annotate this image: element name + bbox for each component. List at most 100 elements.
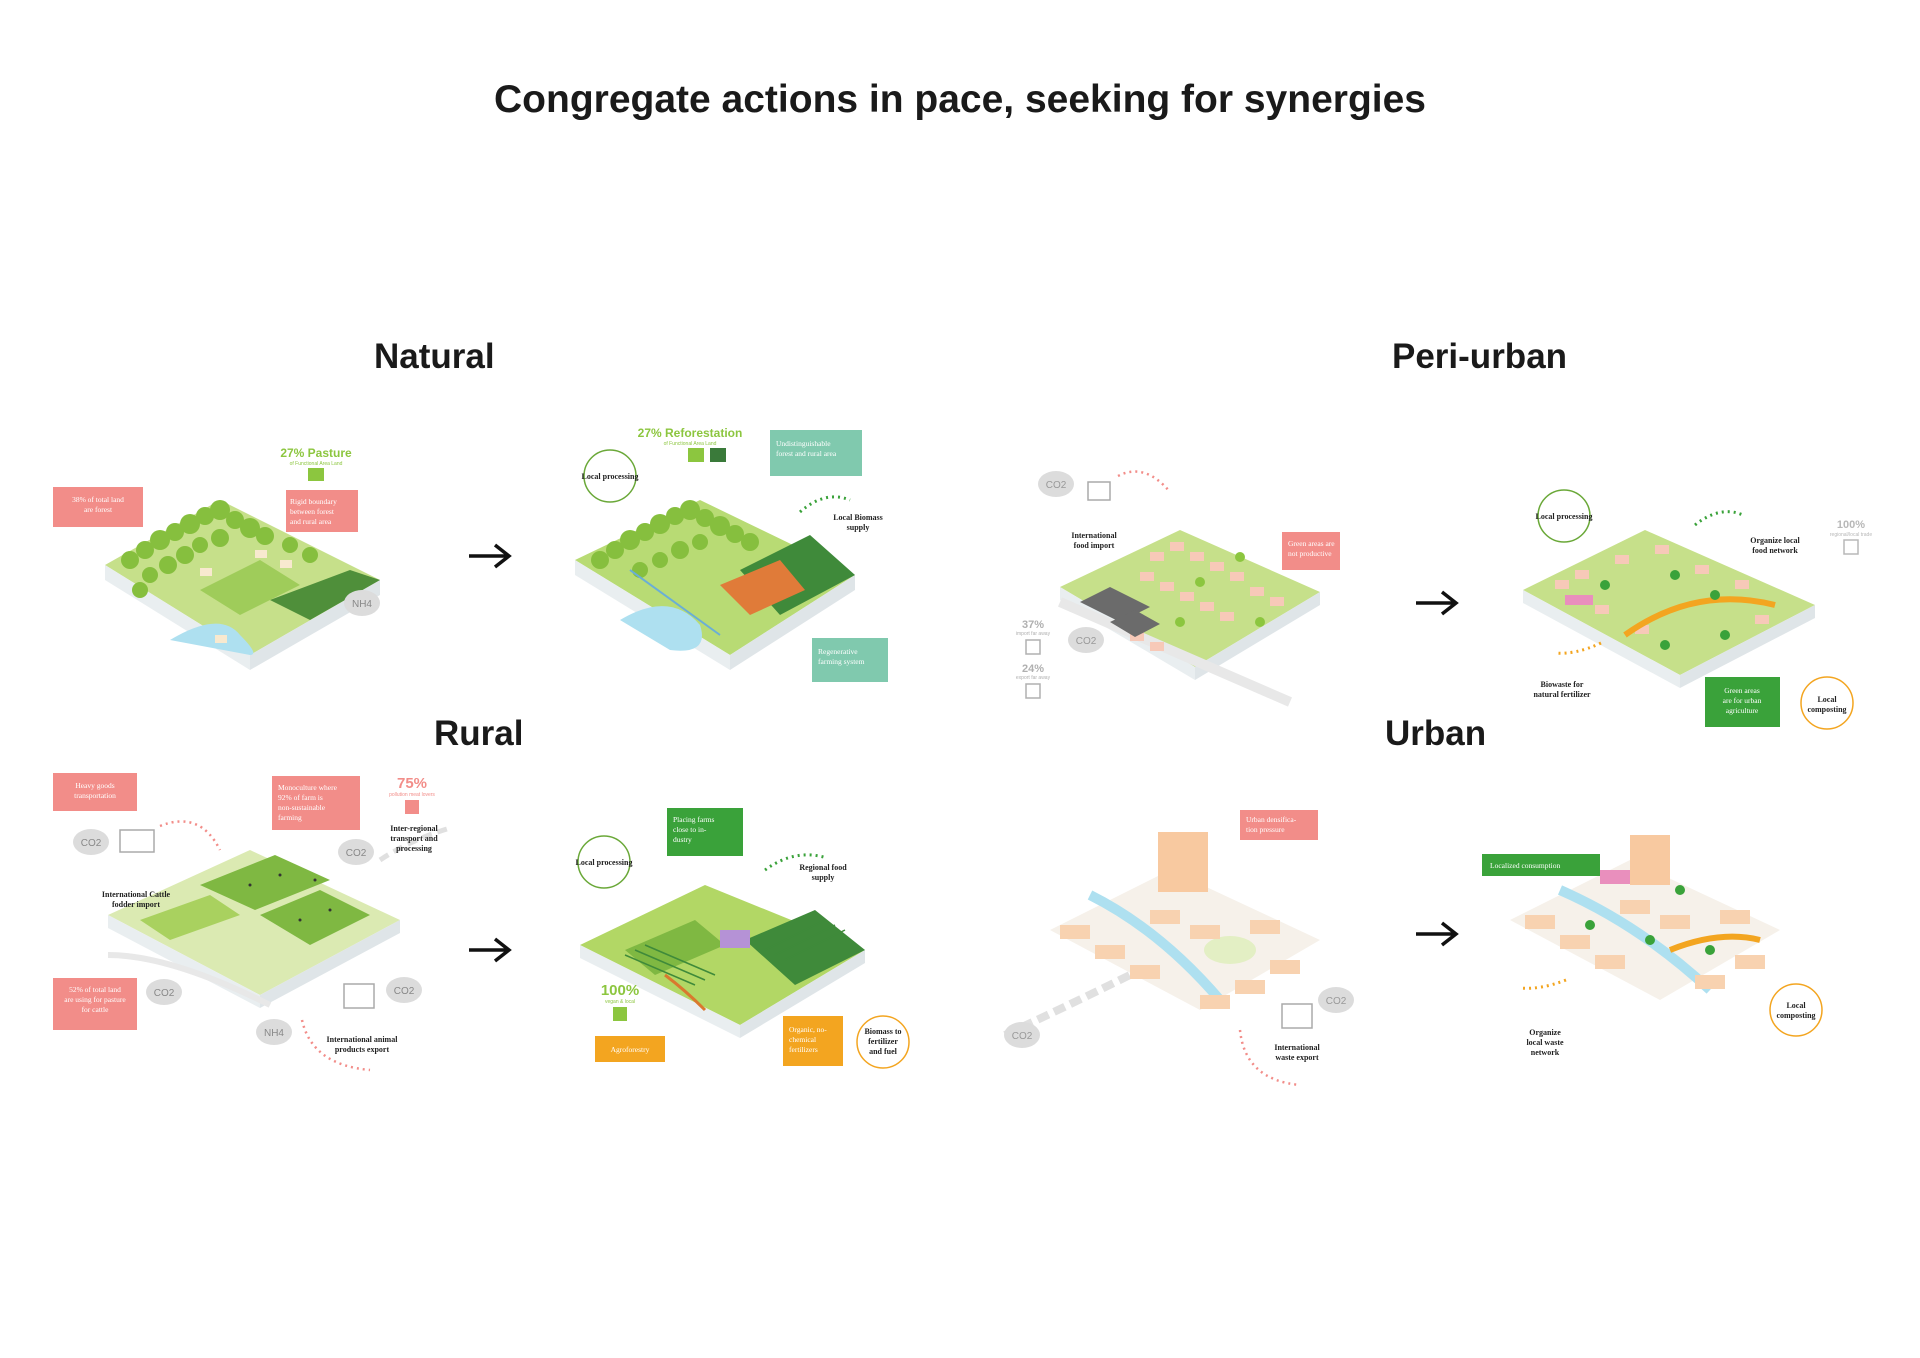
regional-line-2: supply xyxy=(812,873,835,882)
box-undistinguishable-line-1: Undistinguishable xyxy=(776,439,831,448)
rural-after-diagram: Placing farms close to in- dustry Local … xyxy=(565,800,925,1070)
arrow-right-icon xyxy=(1416,921,1459,947)
dotted-arrow-icon xyxy=(1554,641,1602,655)
biomass-line-3: and fuel xyxy=(869,1047,898,1056)
cycle-icon xyxy=(577,835,631,889)
trade-icon xyxy=(1843,539,1859,555)
biomass-line-2: fertilizer xyxy=(868,1037,898,1046)
network-line-1: Organize xyxy=(1529,1028,1561,1037)
dotted-arrow-icon xyxy=(1238,1029,1301,1087)
composting-line-2: composting xyxy=(1807,705,1846,714)
label-box-densification xyxy=(1240,810,1318,840)
gas-cloud-icon xyxy=(344,590,380,616)
label-box-localized xyxy=(1482,854,1600,876)
box-green-line-1: Green areas are xyxy=(1288,539,1335,548)
biomass-line-1: Biomass to xyxy=(864,1027,901,1036)
gas-a-label: CO2 xyxy=(81,838,102,849)
dotted-arrow-icon xyxy=(1519,978,1567,990)
label-box-rigid-boundary xyxy=(286,490,358,532)
peri-urban-before-diagram: CO2 International food import Green area… xyxy=(1000,462,1340,722)
export-line-2: products export xyxy=(335,1045,390,1054)
box-mono-line-2: 92% of farm is xyxy=(278,793,323,802)
box-urban-line-3: agriculture xyxy=(1726,706,1759,715)
gas-cloud-icon xyxy=(1318,987,1354,1013)
export-line-1: International xyxy=(1274,1043,1320,1052)
cycle-icon xyxy=(856,1015,910,1069)
box-organic-line-3: fertilizers xyxy=(789,1045,818,1054)
cycle-icon xyxy=(583,449,637,503)
gas-b-label: CO2 xyxy=(346,848,367,859)
label-box-forest-share xyxy=(53,487,143,527)
stat-pollution-sub: pollution meat lovers xyxy=(389,792,435,798)
meat-icon xyxy=(405,800,419,814)
label-box-pasture-share xyxy=(53,978,137,1030)
stat-pasture-sub: of Functional Area Land xyxy=(290,461,343,467)
stat-vegan-sub: vegan & local xyxy=(605,999,635,1005)
ship-icon xyxy=(119,829,155,853)
box-mono-line-3: non-sustainable xyxy=(278,803,326,812)
box-density-line-1: Urban densifica- xyxy=(1246,815,1297,824)
import-line-1: International xyxy=(1071,531,1117,540)
gas-cloud-icon xyxy=(1004,1022,1040,1048)
gas-c-label: CO2 xyxy=(154,988,175,999)
arrow-right-icon xyxy=(469,543,512,569)
gas-cloud-icon xyxy=(256,1019,292,1045)
box-forest-line-1: 38% of total land xyxy=(72,495,124,504)
urban-before-diagram: Urban densifica- tion pressure CO2 CO2 I… xyxy=(1000,800,1360,1095)
label-box-urban-agriculture xyxy=(1705,677,1780,727)
box-green-line-2: not productive xyxy=(1288,549,1332,558)
gas-d-label: CO2 xyxy=(394,986,415,997)
box-farms-line-1: Placing farms xyxy=(673,815,715,824)
gas-cloud-icon xyxy=(73,829,109,855)
section-title-urban: Urban xyxy=(1385,714,1487,753)
network-line-2: local waste xyxy=(1526,1038,1564,1047)
ship-icon xyxy=(343,983,375,1009)
cattle-line-1: International Cattle xyxy=(102,890,171,899)
urban-after-diagram: Localized consumption Organize local was… xyxy=(1480,830,1860,1080)
natural-after-diagram: 27% Reforestation of Functional Area Lan… xyxy=(570,420,900,690)
box-density-line-2: tion pressure xyxy=(1246,825,1285,834)
section-title-natural: Natural xyxy=(374,337,495,376)
biomass-line-2: supply xyxy=(847,523,870,532)
natural-before-diagram: 38% of total land are forest Rigid bound… xyxy=(50,440,390,680)
biomass-line-1: Local Biomass xyxy=(833,513,883,522)
gas-cloud-icon xyxy=(146,979,182,1005)
gas-top-label: CO2 xyxy=(1046,480,1067,491)
local-processing-label: Local processing xyxy=(1536,512,1593,521)
box-organic-line-2: chemical xyxy=(789,1035,816,1044)
composting-line-1: Local xyxy=(1786,1001,1806,1010)
ship-icon xyxy=(1281,1003,1313,1029)
box-regenerative-line-1: Regenerative xyxy=(818,647,858,656)
vegan-icon xyxy=(613,1007,627,1021)
tower-building xyxy=(1158,832,1208,892)
label-box-agroforestry xyxy=(595,1036,665,1062)
export-icon xyxy=(1025,683,1041,699)
box-boundary-line-2: between forest xyxy=(290,507,335,516)
local-processing-label: Local processing xyxy=(576,858,633,867)
section-title-rural: Rural xyxy=(434,714,524,753)
inter-line-3: processing xyxy=(396,844,432,853)
export-pct: 24% xyxy=(1022,663,1044,675)
pasture-icon xyxy=(308,468,324,481)
page-title: Congregate actions in pace, seeking for … xyxy=(494,78,1426,121)
network-line-3: network xyxy=(1531,1048,1560,1057)
import-pct-label: import far away xyxy=(1016,631,1051,637)
cycle-icon xyxy=(1800,676,1854,730)
export-line-1: International animal xyxy=(327,1035,399,1044)
stat-reforestation-sub: of Functional Area Land xyxy=(664,441,717,447)
box-boundary-line-1: Rigid boundary xyxy=(290,497,337,506)
box-undistinguishable-line-2: forest and rural area xyxy=(776,449,837,458)
composting-line-1: Local xyxy=(1817,695,1837,704)
box-localized-label: Localized consumption xyxy=(1490,861,1560,870)
label-box-green-areas xyxy=(1282,532,1340,570)
section-title-peri-urban: Peri-urban xyxy=(1392,337,1568,376)
cycle-icon xyxy=(1769,983,1823,1037)
biowaste-line-2: natural fertilizer xyxy=(1533,690,1591,699)
dotted-arrow-icon xyxy=(1694,510,1744,527)
gas-cloud-icon xyxy=(338,839,374,865)
dotted-arrow-icon xyxy=(159,820,222,851)
peri-urban-after-diagram: Local processing Organize local food net… xyxy=(1515,485,1895,735)
dotted-arrow-icon xyxy=(799,495,851,514)
box-farms-line-2: close to in- xyxy=(673,825,707,834)
box-mono-line-4: farming xyxy=(278,813,302,822)
